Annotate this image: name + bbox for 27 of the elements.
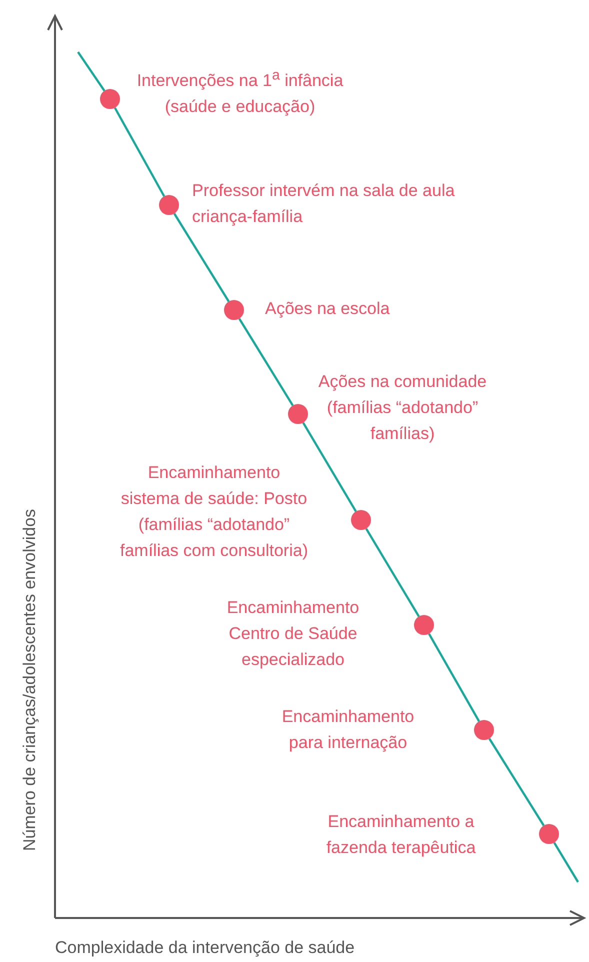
data-point	[159, 195, 179, 215]
data-point	[414, 615, 434, 635]
trend-line	[173, 212, 230, 302]
data-point	[474, 720, 494, 740]
x-axis-title: Complexidade da intervenção de saúde	[55, 938, 355, 958]
trend-line	[488, 738, 545, 826]
data-point	[100, 89, 120, 109]
data-point	[288, 404, 308, 424]
point-label: Encaminhamento para internação	[280, 706, 416, 754]
trend-line	[553, 842, 579, 883]
data-point	[351, 510, 371, 530]
data-point	[539, 824, 559, 844]
trend-line	[302, 422, 357, 512]
point-label: Professor intervém na sala de aula criança-família	[192, 180, 456, 228]
point-label: Ações na comunidade (famílias “adotando” famílias)	[317, 371, 488, 445]
point-label: Encaminhamento sistema de saúde: Posto (famílias “adotando” famílias com consultoria)	[118, 462, 309, 562]
trend-line	[238, 318, 294, 406]
trend-line	[428, 633, 480, 722]
point-label: Intervenções na 1$^{a}$ infância (saúde e educação)	[136, 66, 344, 118]
trend-line	[365, 528, 420, 617]
y-axis-title: Número de crianças/adolescentes envolvidos	[20, 508, 40, 852]
point-label: Encaminhamento Centro de Saúde especializado	[226, 597, 360, 671]
data-point	[224, 300, 244, 320]
trend-line	[114, 107, 166, 197]
point-label: Encaminhamento a fazenda terapêutica	[325, 811, 477, 859]
point-label: Ações na escola	[265, 298, 391, 320]
trend-line	[77, 51, 106, 92]
